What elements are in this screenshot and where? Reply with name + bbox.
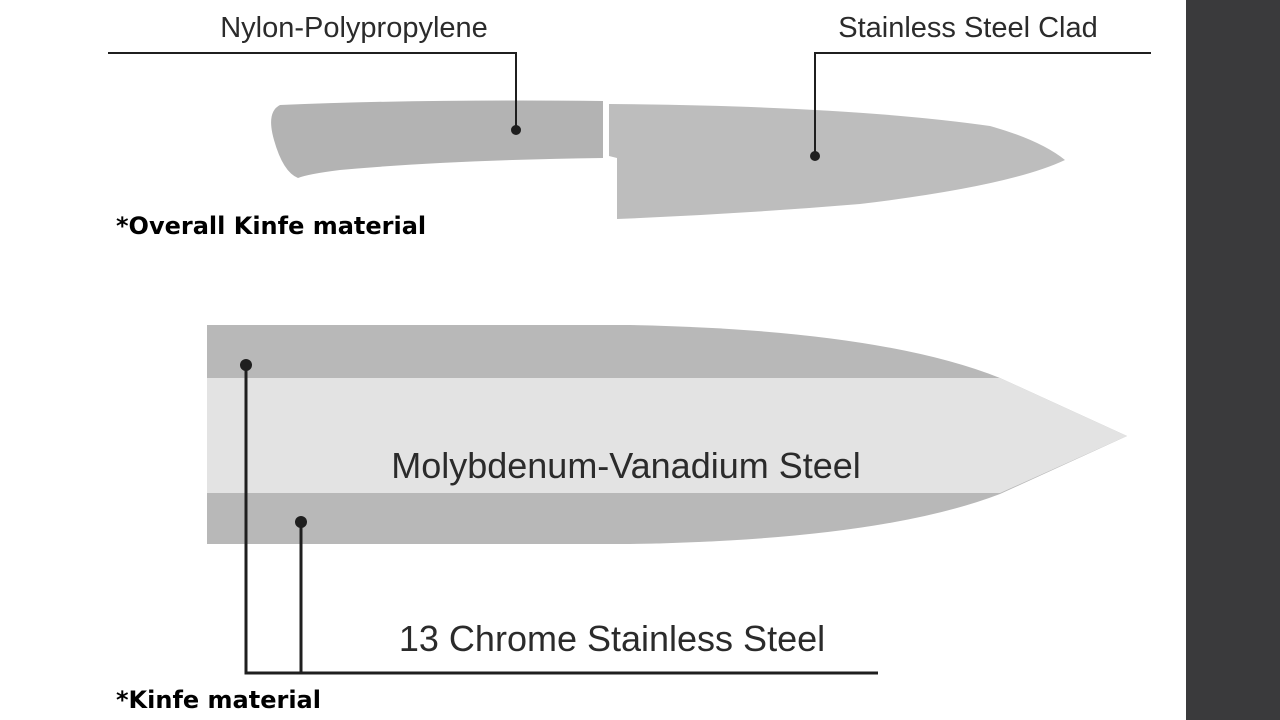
overall-knife-diagram: Nylon-Polypropylene Stainless Steel Clad…: [108, 12, 1151, 240]
overall-material-caption: *Overall Kinfe material: [116, 212, 426, 240]
knife-blade: [609, 104, 1065, 219]
blade-leader-line: [814, 52, 1151, 156]
clad-material-label: 13 Chrome Stainless Steel: [399, 618, 825, 659]
clad-lower-dot: [295, 516, 307, 528]
core-steel-layer: [207, 378, 1127, 493]
clad-leader-line-outer: [244, 365, 878, 675]
handle-material-label: Nylon-Polypropylene: [220, 12, 488, 44]
blade-leader-dot: [810, 151, 820, 161]
right-side-panel: [1186, 0, 1280, 720]
blade-material-label: Stainless Steel Clad: [838, 12, 1098, 44]
blade-layer-diagram: Molybdenum-Vanadium Steel 13 Chrome Stai…: [116, 325, 1127, 714]
knife-handle: [271, 100, 603, 178]
handle-leader-line: [108, 52, 517, 130]
knife-material-caption: *Kinfe material: [116, 686, 321, 714]
clad-upper-dot: [240, 359, 252, 371]
core-material-label: Molybdenum-Vanadium Steel: [391, 445, 861, 486]
handle-leader-dot: [511, 125, 521, 135]
